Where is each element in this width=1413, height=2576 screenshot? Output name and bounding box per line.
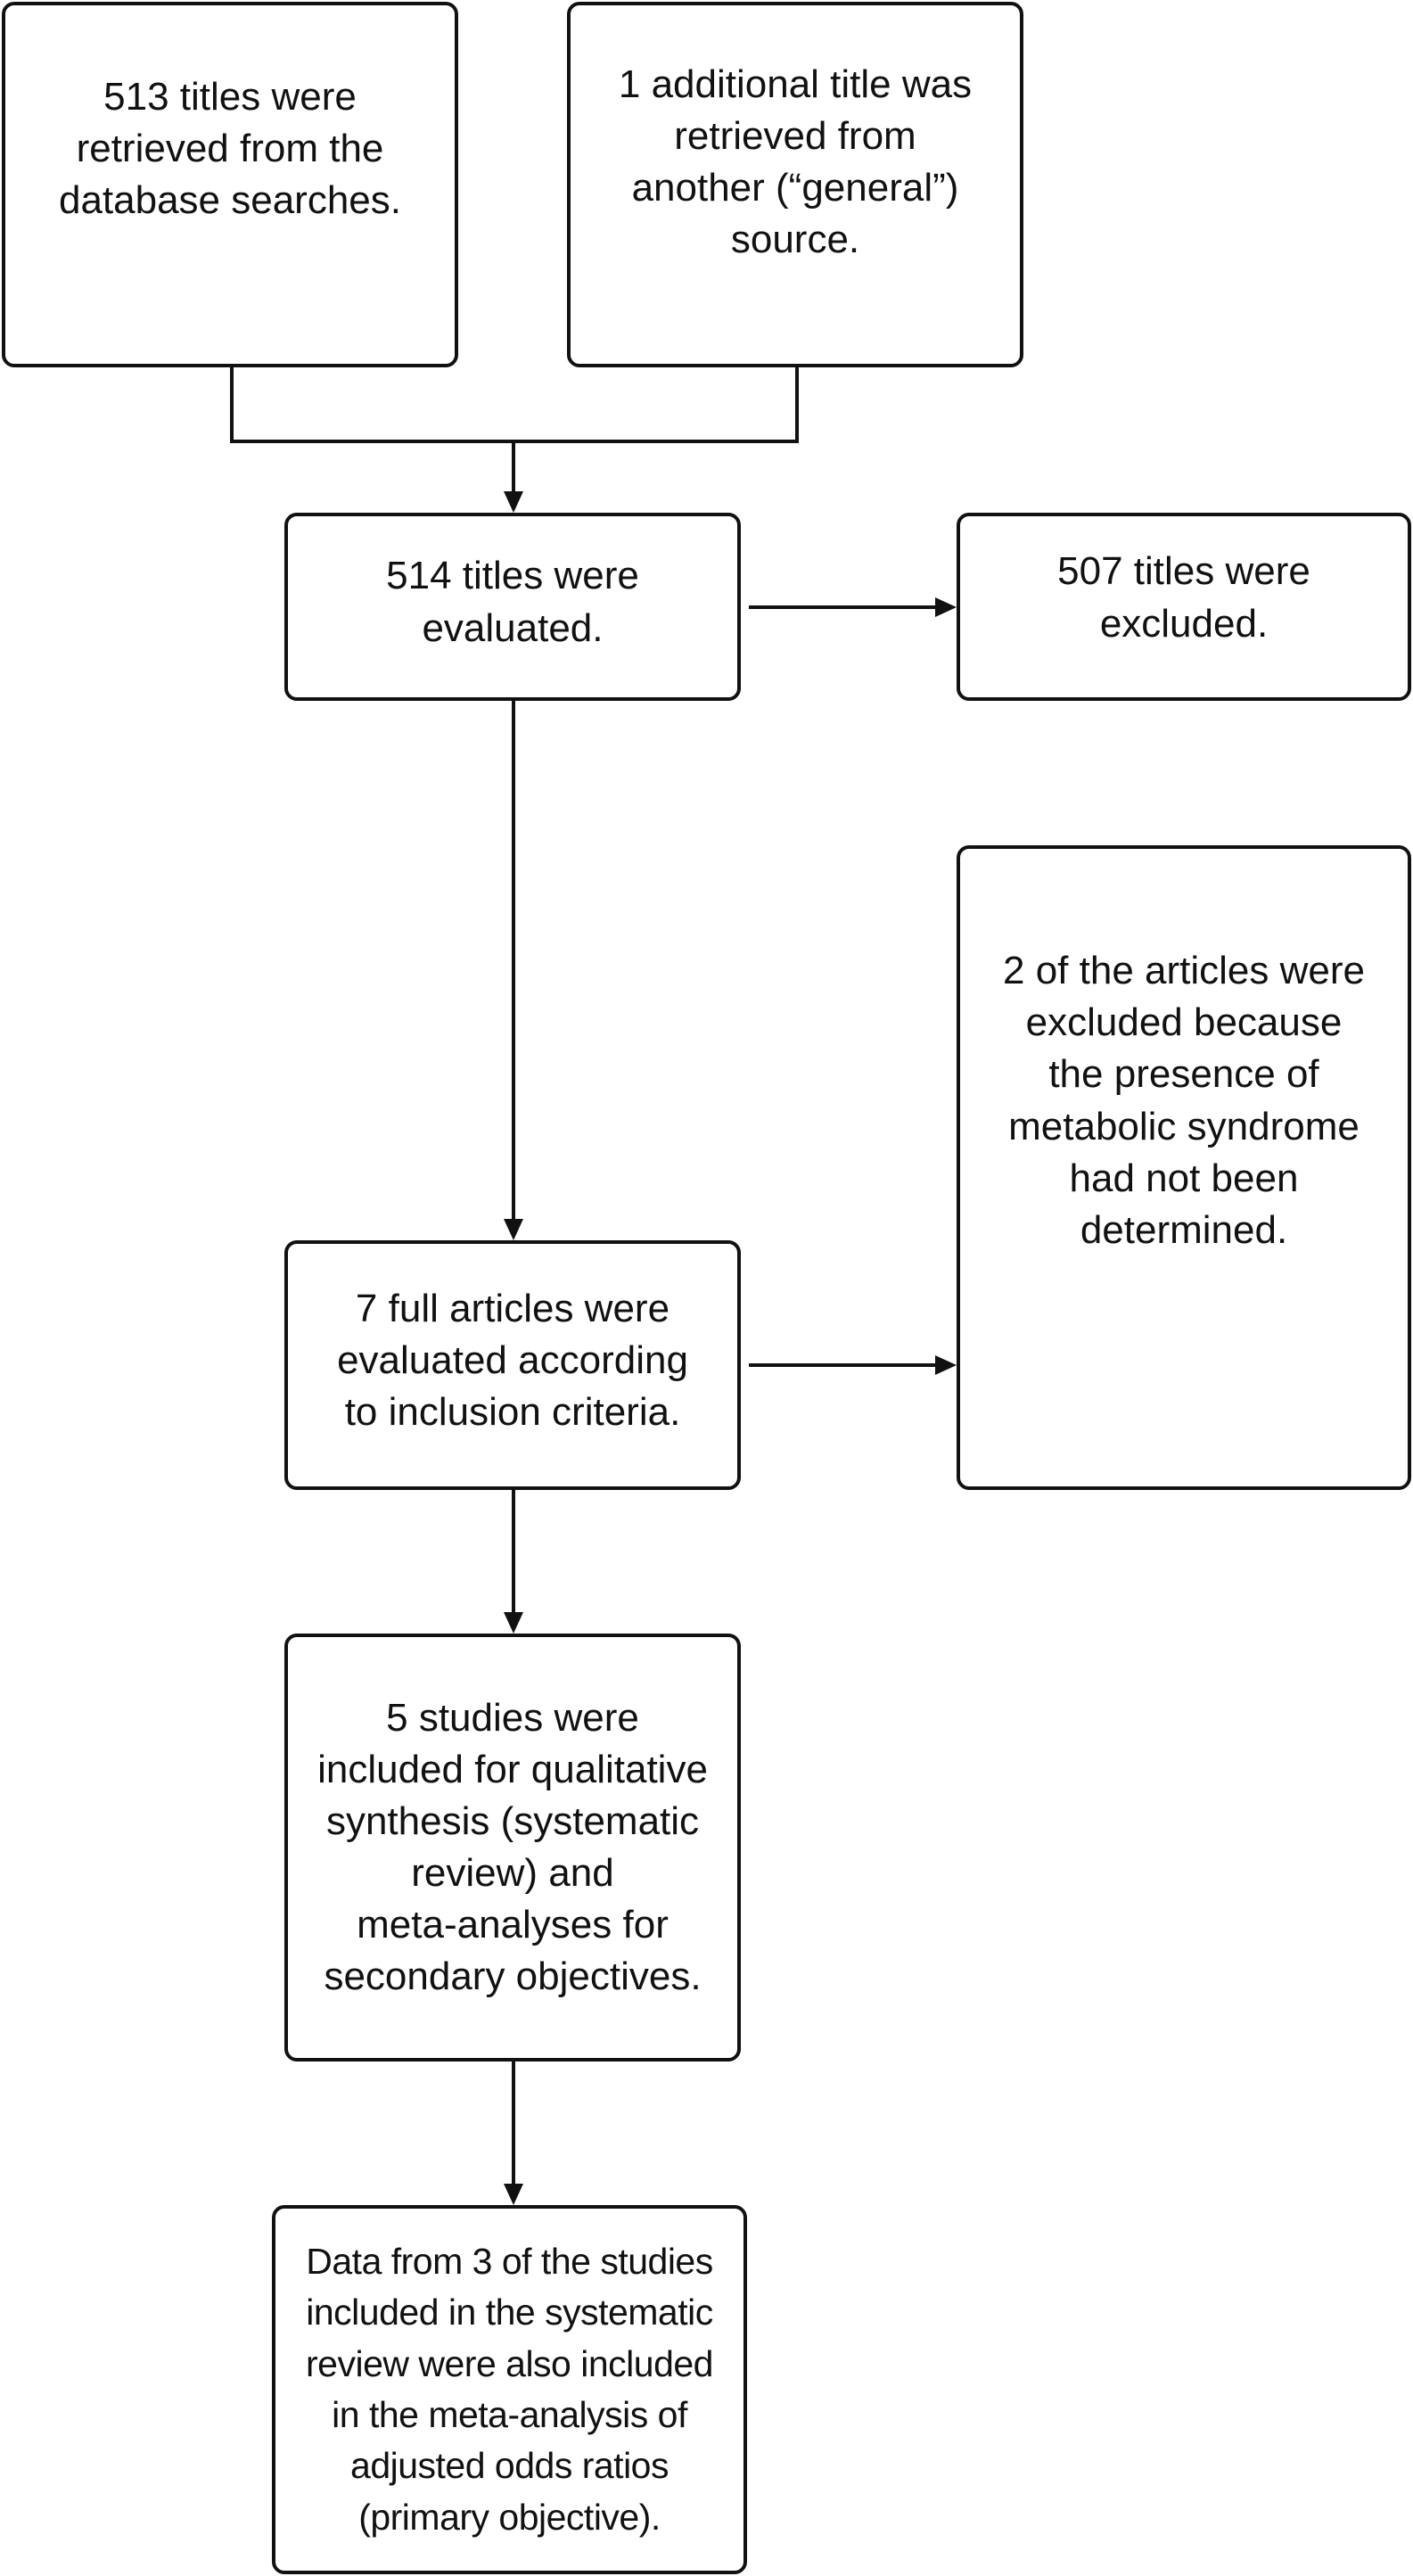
connector-general-down <box>795 367 799 443</box>
box-meta-analysis: Data from 3 of the studies included in t… <box>272 2205 747 2574</box>
arrowhead-to-qualitative <box>504 1612 523 1634</box>
arrowhead-to-articles-excluded <box>935 1355 957 1375</box>
arrowhead-to-full-articles <box>504 1219 523 1240</box>
connector-evaluated-down <box>512 701 515 1222</box>
connector-qualitative-down <box>512 2062 515 2186</box>
connector-merge-down <box>512 440 515 493</box>
connector-full-articles-down <box>512 1490 515 1615</box>
box-titles-excluded: 507 titles were excluded. <box>957 513 1411 701</box>
arrowhead-to-titles-excluded <box>935 597 957 617</box>
box-full-articles: 7 full articles were evaluated according… <box>284 1240 741 1490</box>
box-qualitative-synthesis: 5 studies were included for qualitative … <box>284 1634 741 2062</box>
box-articles-excluded: 2 of the articles were excluded because … <box>957 845 1411 1490</box>
arrowhead-to-evaluated <box>504 491 523 513</box>
box-general-source: 1 additional title was retrieved from an… <box>567 2 1023 367</box>
box-titles-evaluated: 514 titles were evaluated. <box>284 513 741 701</box>
connector-full-articles-right <box>749 1363 938 1367</box>
arrowhead-to-meta-analysis <box>504 2184 523 2205</box>
connector-evaluated-right <box>749 605 938 609</box>
connector-database-down <box>230 367 234 443</box>
box-database-searches: 513 titles were retrieved from the datab… <box>2 2 458 367</box>
